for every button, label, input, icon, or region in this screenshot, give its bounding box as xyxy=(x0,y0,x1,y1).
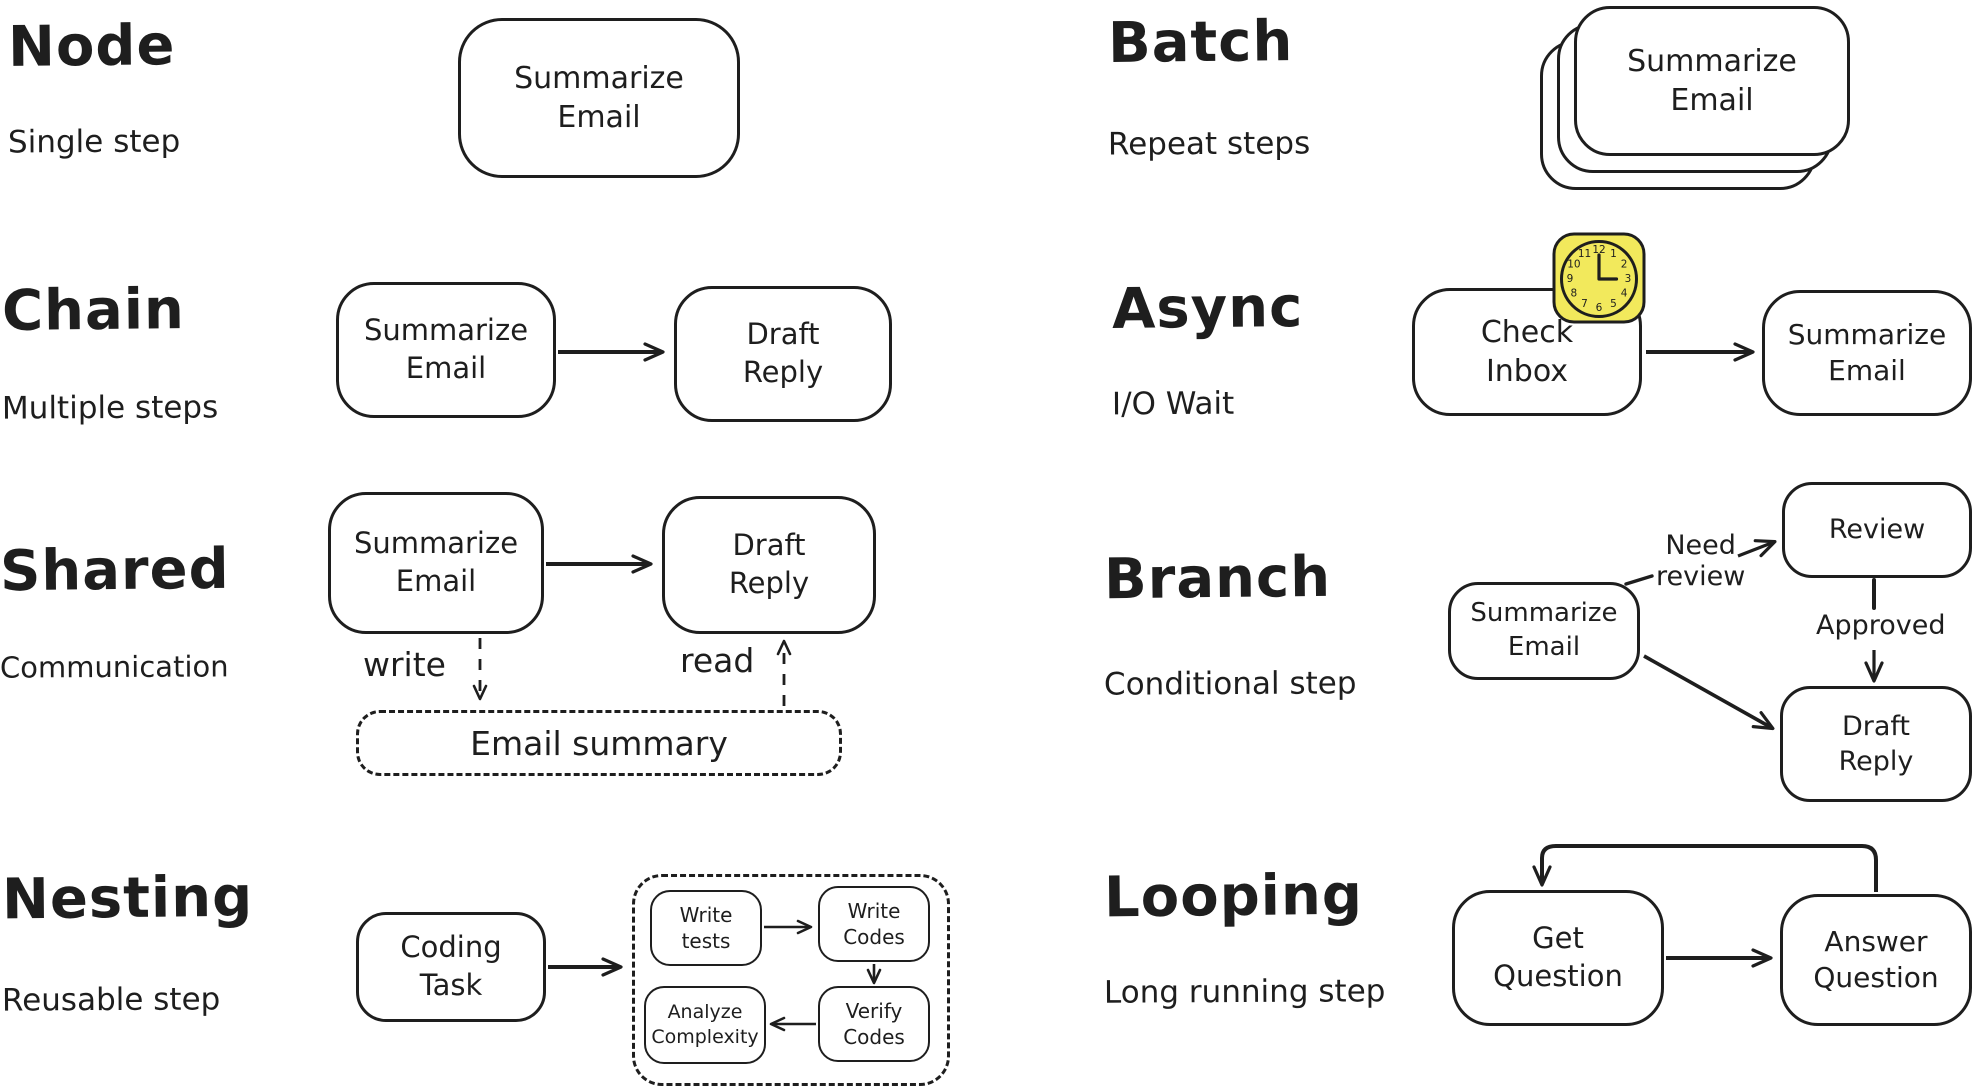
looping-box-get-question: Get Question xyxy=(1452,890,1664,1026)
nesting-section-subtitle: Reusable step xyxy=(1,981,221,1019)
clock-numerals: 12 1 2 3 4 5 6 7 8 9 10 11 xyxy=(1567,244,1632,314)
svg-text:10: 10 xyxy=(1567,259,1580,271)
batch-section-subtitle: Repeat steps xyxy=(1107,125,1311,163)
branch-box-review: Review xyxy=(1782,482,1972,578)
branch-box-summarize-email: Summarize Email xyxy=(1448,582,1640,680)
shared-store-email-summary: Email summary xyxy=(356,710,842,776)
async-box-check-inbox: Check Inbox xyxy=(1412,288,1642,416)
svg-text:12: 12 xyxy=(1592,244,1605,256)
svg-text:2: 2 xyxy=(1621,259,1628,271)
branch-section-title: Branch xyxy=(1103,544,1332,613)
nesting-box-analyze-complexity: Analyze Complexity xyxy=(644,986,766,1064)
svg-text:5: 5 xyxy=(1610,298,1617,310)
shared-write-label: write xyxy=(363,645,446,684)
nesting-box-write-tests: Write tests xyxy=(650,890,762,966)
async-section-subtitle: I/O Wait xyxy=(1111,385,1235,423)
svg-text:8: 8 xyxy=(1571,288,1578,300)
chain-section-subtitle: Multiple steps xyxy=(1,389,219,427)
svg-text:11: 11 xyxy=(1578,248,1591,260)
branch-direct-arrow xyxy=(1643,654,1775,731)
shared-box-summarize-email: Summarize Email xyxy=(328,492,544,634)
looping-section-subtitle: Long running step xyxy=(1103,973,1386,1011)
shared-box-draft-reply: Draft Reply xyxy=(662,496,876,634)
shared-section-title: Shared xyxy=(0,536,231,605)
node-section-subtitle: Single step xyxy=(7,123,181,161)
looping-section-title: Looping xyxy=(1103,862,1364,931)
svg-text:7: 7 xyxy=(1581,298,1588,310)
chain-section-title: Chain xyxy=(1,277,186,344)
branch-need-review-label: Need review xyxy=(1656,530,1746,593)
looping-box-answer-question: Answer Question xyxy=(1780,894,1972,1026)
svg-text:6: 6 xyxy=(1596,302,1603,314)
branch-box-draft-reply: Draft Reply xyxy=(1780,686,1972,802)
looping-loop-back-arrow xyxy=(1532,844,1878,892)
svg-text:1: 1 xyxy=(1610,248,1617,260)
batch-box-summarize-email: Summarize Email xyxy=(1574,6,1850,156)
clock-hands xyxy=(1597,253,1619,281)
nesting-section-title: Nesting xyxy=(1,864,254,933)
clock-icon: 12 1 2 3 4 5 6 7 8 9 10 11 xyxy=(1552,232,1646,324)
node-box-summarize-email: Summarize Email xyxy=(458,18,740,178)
async-box-summarize-email: Summarize Email xyxy=(1762,290,1972,416)
branch-approved-label: Approved xyxy=(1816,610,1946,641)
svg-text:4: 4 xyxy=(1621,288,1628,300)
branch-need-review-line xyxy=(1624,574,1654,586)
branch-section-subtitle: Conditional step xyxy=(1103,665,1357,703)
nesting-box-write-codes: Write Codes xyxy=(818,886,930,962)
chain-box-draft-reply: Draft Reply xyxy=(674,286,892,422)
svg-text:9: 9 xyxy=(1567,273,1574,285)
batch-section-title: Batch xyxy=(1107,9,1294,76)
chain-box-summarize-email: Summarize Email xyxy=(336,282,556,418)
shared-section-subtitle: Communication xyxy=(0,649,229,685)
nesting-box-verify-codes: Verify Codes xyxy=(818,986,930,1062)
node-section-title: Node xyxy=(7,13,176,80)
svg-text:3: 3 xyxy=(1625,273,1632,285)
shared-read-label: read xyxy=(680,641,755,680)
nesting-box-coding-task: Coding Task xyxy=(356,912,546,1022)
async-section-title: Async xyxy=(1111,275,1304,342)
